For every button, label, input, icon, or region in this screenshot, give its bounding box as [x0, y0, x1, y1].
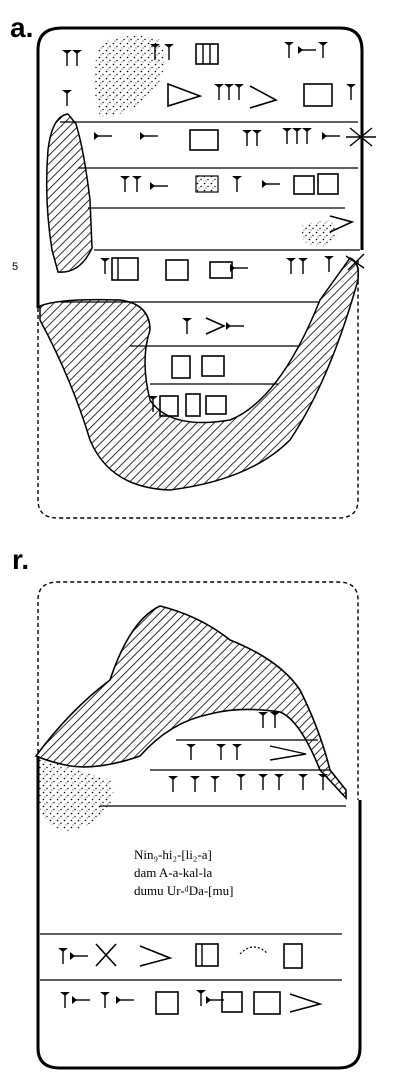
reverse-signs-lower-row1 [57, 943, 303, 969]
reverse-ruling-lines [40, 739, 346, 981]
reverse-signs-lower-row2 [59, 989, 323, 1015]
reverse-panel [34, 581, 362, 1070]
obverse-abrasion-right [302, 221, 337, 247]
obverse-reconstruction-outline [37, 258, 359, 519]
obverse-signs-line3 [93, 127, 376, 151]
obverse-outline [36, 26, 364, 308]
reverse-break [34, 605, 347, 801]
obverse-signs-line1 [61, 41, 329, 67]
reverse-outline [36, 756, 362, 1070]
transliteration-line-2: dam A-a-kal-la [134, 865, 213, 880]
obverse-break-bottom [39, 257, 360, 491]
reverse-abrasion-left [38, 758, 114, 831]
reverse-signs-upper [167, 711, 329, 793]
transliteration: Nin₉-hi₂-[li₂-a] dam A-a-kal-la dumu Ur-… [134, 846, 233, 900]
transliteration-line-1: Nin₉-hi₂-[li₂-a] [134, 847, 212, 862]
obverse-signs-line9 [147, 393, 227, 417]
obverse-break-left [45, 113, 93, 273]
reverse-label: r. [12, 544, 30, 575]
obverse-signs-line5 [329, 215, 355, 233]
obverse-panel [36, 26, 376, 519]
obverse-abrasion-top [94, 35, 165, 117]
obverse-ruling-lines [60, 121, 360, 385]
line-number-5: 5 [12, 261, 19, 273]
obverse-signs-line4 [119, 173, 339, 195]
obverse-signs-line6 [99, 253, 365, 281]
transliteration-line-3: dumu Ur-ᵈDa-[mu] [134, 883, 234, 898]
obverse-signs-line8 [171, 355, 225, 379]
reverse-reconstruction-outline [37, 581, 359, 800]
obverse-label: a. [10, 12, 34, 43]
obverse-signs-line7 [181, 317, 245, 335]
obverse-signs-line2 [61, 82, 357, 109]
